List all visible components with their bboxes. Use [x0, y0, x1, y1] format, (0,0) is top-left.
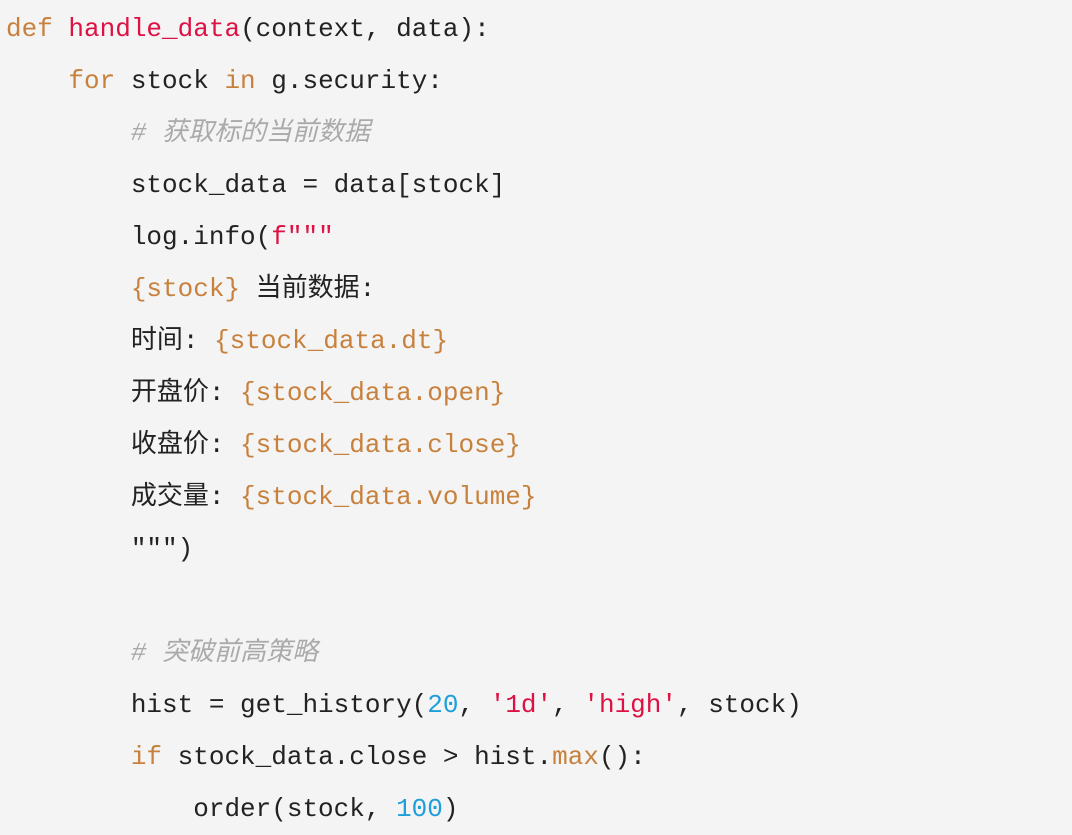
fstring-field: {stock_data.open} — [240, 378, 506, 408]
code-line: 收盘价: {stock_data.close} — [6, 419, 802, 471]
comment: # 获取标的当前数据 — [130, 118, 371, 148]
number-literal: 20 — [427, 690, 459, 720]
code-text: , stock) — [676, 690, 802, 720]
number-literal: 100 — [396, 794, 443, 824]
keyword: if — [130, 742, 163, 772]
code-text — [53, 14, 69, 44]
code-line: 时间: {stock_data.dt} — [6, 315, 802, 367]
code-text: g.security: — [255, 66, 443, 96]
code-line: 开盘价: {stock_data.open} — [6, 367, 802, 419]
fstring-field: {stock_data.volume} — [240, 482, 537, 512]
code-text: 开盘价: — [130, 378, 241, 408]
fstring-field: {stock_data.close} — [240, 430, 521, 460]
code-text: hist = get_history( — [130, 690, 428, 720]
code-line: hist = get_history(20, '1d', 'high', sto… — [6, 679, 802, 731]
code-text: 时间: — [130, 326, 215, 356]
code-line: if stock_data.close > hist.max(): — [6, 731, 802, 783]
code-line: for stock in g.security: — [6, 55, 802, 107]
code-text: stock — [115, 66, 225, 96]
code-text: stock_data.close > hist. — [162, 742, 553, 772]
code-text: 收盘价: — [130, 430, 241, 460]
code-text: log.info( — [130, 222, 272, 252]
code-text: 当前数据: — [240, 274, 376, 304]
code-text: (context, data): — [240, 14, 490, 44]
fstring-field: {stock} — [130, 274, 241, 304]
code-text: """) — [130, 534, 194, 564]
code-line: # 突破前高策略 — [6, 627, 802, 679]
keyword: max — [552, 742, 599, 772]
fstring-field: {stock_data.dt} — [214, 326, 449, 356]
string-literal: f""" — [271, 222, 334, 252]
code-line: """) — [6, 523, 802, 575]
string-literal: 'high' — [583, 690, 677, 720]
code-text: ) — [442, 794, 459, 824]
string-literal: '1d' — [489, 690, 553, 720]
code-text: stock_data = data[stock] — [130, 170, 506, 200]
code-line: stock_data = data[stock] — [6, 159, 802, 211]
code-text: , — [552, 690, 584, 720]
code-line: 成交量: {stock_data.volume} — [6, 471, 802, 523]
code-line: # 获取标的当前数据 — [6, 107, 802, 159]
keyword: def — [6, 14, 53, 44]
code-line: order(stock, 100) — [6, 783, 802, 835]
comment: # 突破前高策略 — [130, 638, 319, 668]
code-line: log.info(f""" — [6, 211, 802, 263]
function-name: handle_data — [68, 14, 241, 44]
code-text: , — [458, 690, 490, 720]
code-text: 成交量: — [130, 482, 241, 512]
code-text: order(stock, — [193, 794, 397, 824]
code-line: {stock} 当前数据: — [6, 263, 802, 315]
keyword: for — [68, 66, 116, 96]
code-text: (): — [598, 742, 646, 772]
keyword: in — [224, 66, 256, 96]
code-line: def handle_data(context, data): — [6, 3, 802, 55]
code-block: def handle_data(context, data): for stoc… — [6, 3, 802, 835]
code-line — [6, 575, 802, 627]
